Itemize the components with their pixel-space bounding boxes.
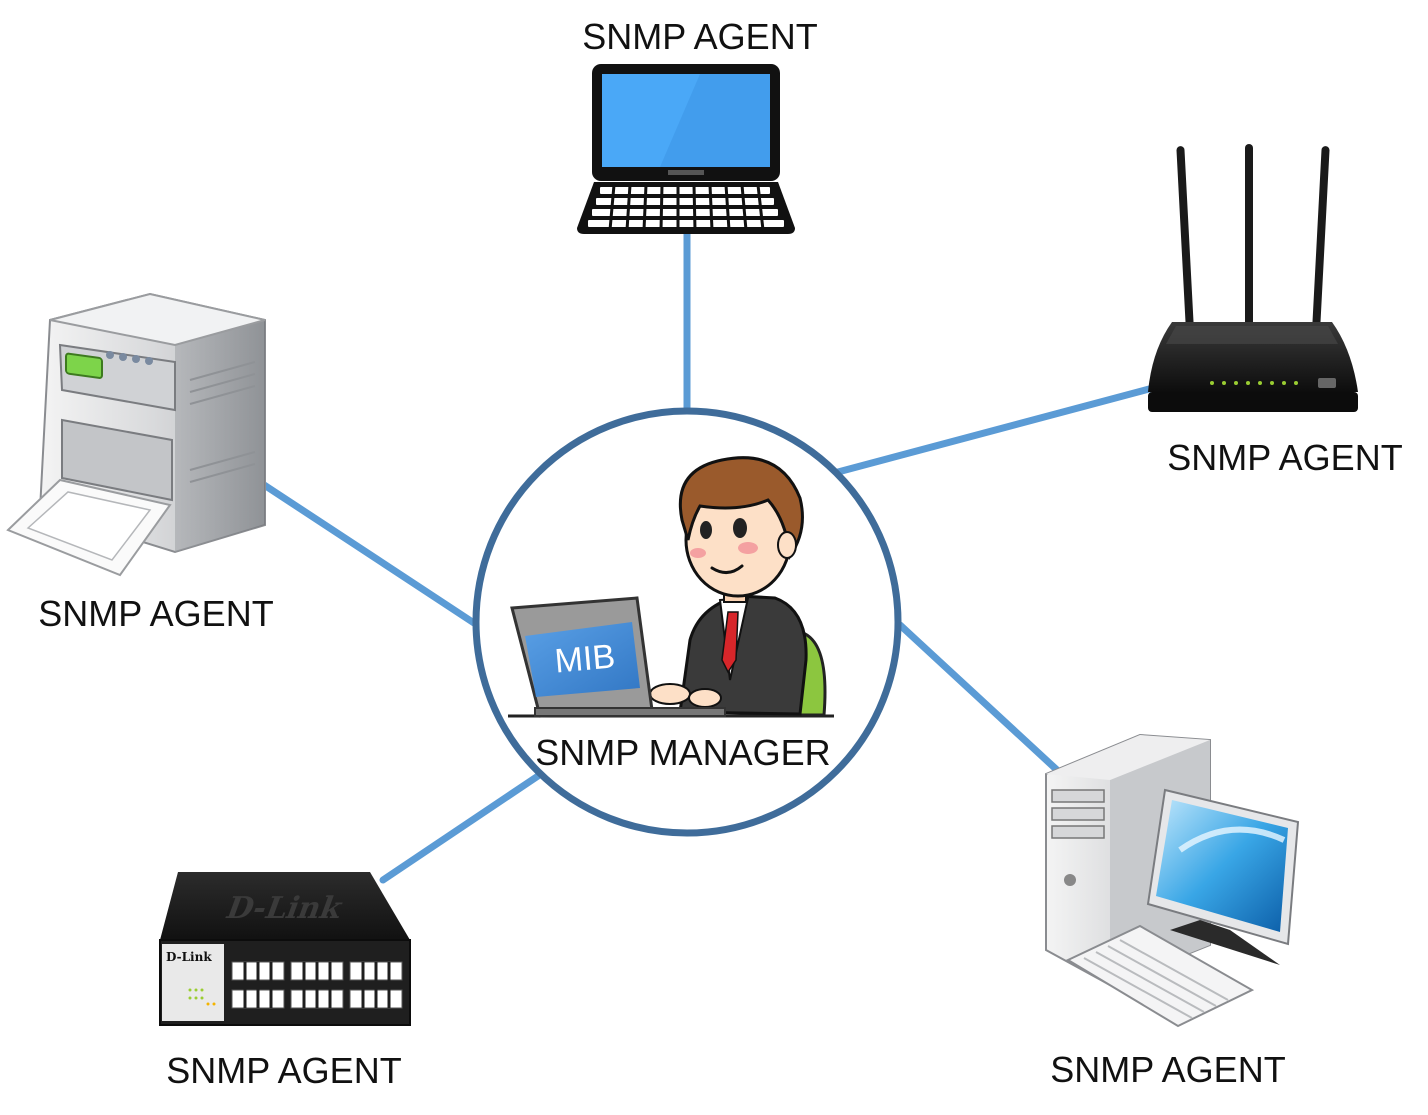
printer-icon xyxy=(6,292,266,577)
laptop-agent-label: SNMP AGENT xyxy=(582,16,817,57)
manager-laptop-icon: MIB xyxy=(510,596,726,718)
link-switch xyxy=(379,772,542,884)
mib-label: MIB xyxy=(553,637,617,680)
link-printer xyxy=(242,469,481,629)
manager-person-icon xyxy=(508,456,834,718)
router-icon xyxy=(1148,144,1358,412)
desktop-computer-icon xyxy=(1045,733,1300,1028)
switch-top-brand: D-Link xyxy=(221,891,348,926)
desktop-agent-label: SNMP AGENT xyxy=(1050,1049,1285,1090)
switch-agent-label: SNMP AGENT xyxy=(166,1050,401,1091)
link-desktop xyxy=(896,621,1061,774)
link-router xyxy=(834,384,1157,476)
router-agent-label: SNMP AGENT xyxy=(1167,437,1402,478)
network-switch-icon: D-Link D-Link xyxy=(159,872,411,1026)
switch-front-brand: D-Link xyxy=(166,950,212,964)
manager-label: SNMP MANAGER xyxy=(535,732,830,773)
laptop-icon xyxy=(577,64,795,234)
connection-lines xyxy=(242,228,1157,884)
printer-agent-label: SNMP AGENT xyxy=(38,593,273,634)
